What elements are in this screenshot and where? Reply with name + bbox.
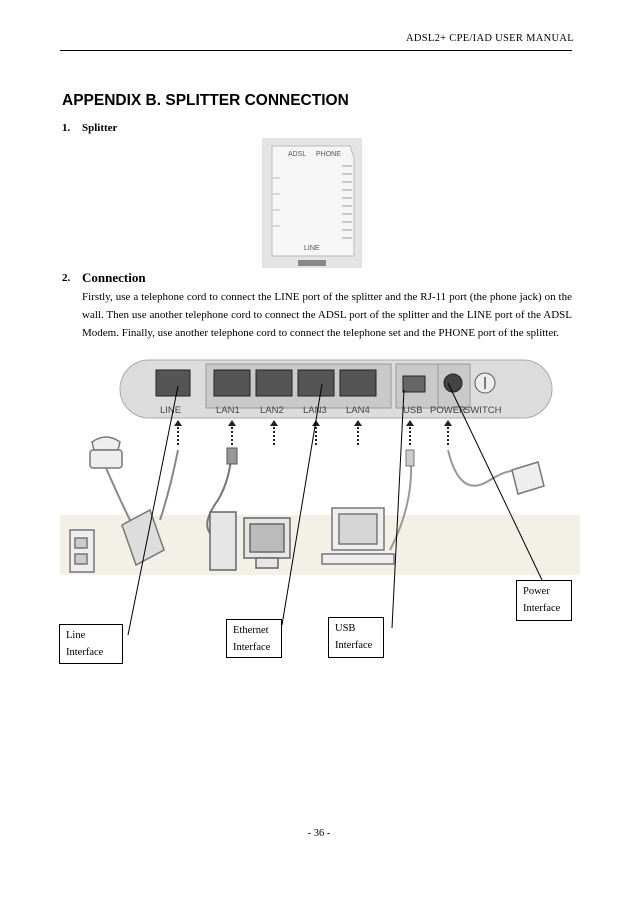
callout-usb-text-2: Interface xyxy=(335,640,373,651)
section1-number: 1. xyxy=(62,122,71,134)
port-label-line: LINE xyxy=(160,405,181,416)
callout-ethernet-text-1: Ethernet xyxy=(233,625,269,636)
connection-paragraph: Firstly, use a telephone cord to connect… xyxy=(82,291,572,339)
port-label-power: POWER xyxy=(430,405,466,416)
splitter-label-phone: PHONE xyxy=(316,151,341,158)
port-label-lan1: LAN1 xyxy=(216,405,240,416)
callout-power-text-1: Power xyxy=(523,586,550,597)
splitter-image: ADSL PHONE LINE xyxy=(262,138,362,268)
section1-title: Splitter xyxy=(82,122,118,134)
page-title: APPENDIX B. SPLITTER CONNECTION xyxy=(62,92,349,109)
connection-diagram: LINE LAN1 LAN2 LAN3 LAN4 USB POWER SWITC… xyxy=(60,359,580,636)
port-label-lan2: LAN2 xyxy=(260,405,284,416)
callout-usb-interface: USB Interface xyxy=(328,617,384,658)
running-header: ADSL2+ CPE/IAD USER MANUAL xyxy=(405,33,574,44)
callout-power-text-2: Interface xyxy=(523,603,561,614)
callout-line-text-1: Line xyxy=(66,630,86,641)
callout-line-text-2: Interface xyxy=(66,647,104,658)
page-number: - 36 - xyxy=(307,828,331,839)
port-label-lan3: LAN3 xyxy=(303,405,327,416)
splitter-label-adsl: ADSL xyxy=(288,151,306,158)
header-rule xyxy=(60,50,572,51)
section2-number: 2. xyxy=(62,272,71,284)
callout-ethernet-text-2: Interface xyxy=(233,642,271,653)
section2-title: Connection xyxy=(82,270,146,285)
callout-ethernet-interface: Ethernet Interface xyxy=(226,619,282,658)
port-label-usb: USB xyxy=(403,405,423,416)
callout-line-interface: Line Interface xyxy=(59,624,123,664)
port-label-lan4: LAN4 xyxy=(346,405,370,416)
callout-usb-text-1: USB xyxy=(335,623,356,634)
port-label-switch: SWITCH xyxy=(464,405,502,416)
splitter-label-line: LINE xyxy=(304,245,320,252)
callout-power-interface: Power Interface xyxy=(516,580,572,621)
